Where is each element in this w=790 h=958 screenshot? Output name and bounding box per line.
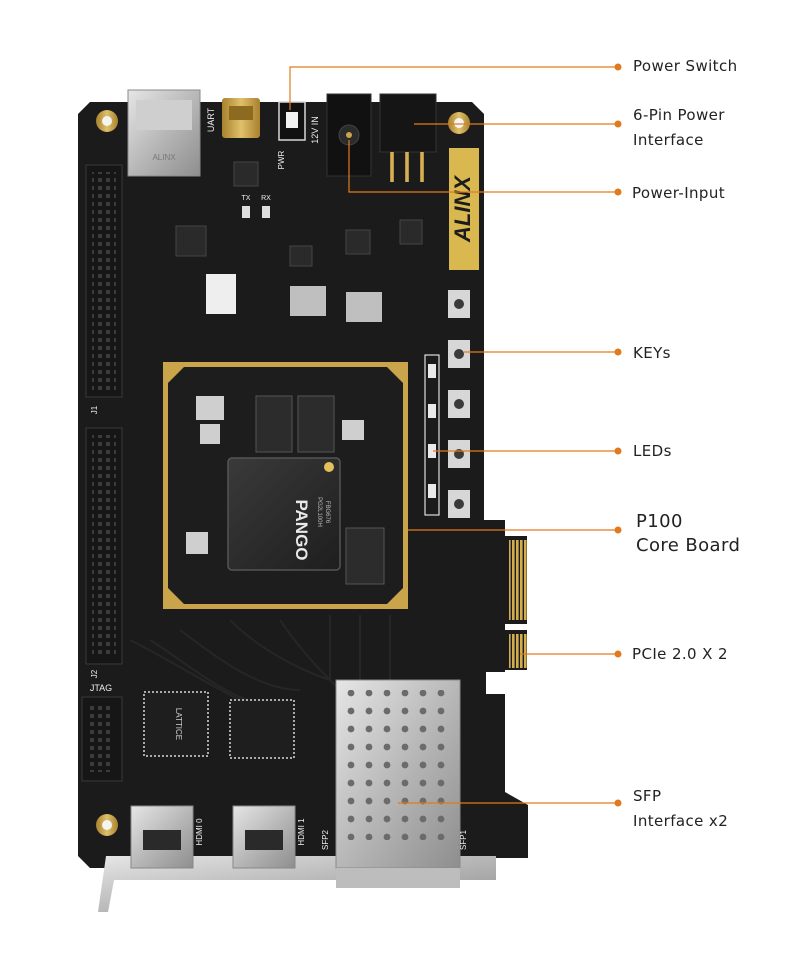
user-leds bbox=[424, 354, 440, 516]
jtag-header: JTAG bbox=[81, 683, 123, 782]
tx-label: TX bbox=[242, 195, 251, 202]
expansion-header-j1: J1 bbox=[85, 164, 123, 414]
hdmi-0-connector: HDMI 0 bbox=[130, 805, 204, 869]
callout-lines bbox=[289, 66, 618, 804]
top-components bbox=[175, 161, 423, 322]
label-core-board: P100 Core Board bbox=[636, 510, 740, 558]
hdmi1-label: HDMI 1 bbox=[297, 818, 306, 846]
dc-in-label: 12V IN bbox=[310, 116, 320, 144]
uart-leds: TX RX bbox=[242, 195, 271, 218]
label-core-board-line2: Core Board bbox=[636, 535, 741, 556]
callout-line-power-switch bbox=[289, 66, 618, 110]
expansion-header-j2: J2 bbox=[85, 427, 123, 678]
label-six-pin-line1: 6-Pin Power bbox=[633, 106, 725, 124]
rx-label: RX bbox=[261, 195, 271, 202]
label-sfp-line1: SFP bbox=[633, 787, 662, 805]
j1-label: J1 bbox=[90, 405, 99, 414]
lattice-chip: LATTICE bbox=[143, 691, 209, 757]
fpga-chip: PANGO PG2L100H FBG676 bbox=[227, 457, 341, 571]
fpga-part: PG2L100H bbox=[316, 497, 322, 527]
callout-line-power-input bbox=[348, 140, 618, 193]
hdmi-1-connector: HDMI 1 bbox=[232, 805, 306, 869]
label-pcie: PCIe 2.0 X 2 bbox=[632, 645, 728, 663]
label-sfp-interface: SFP Interface x2 bbox=[633, 784, 728, 834]
fpga-brand: PANGO bbox=[292, 499, 311, 560]
label-core-board-line1: P100 bbox=[636, 511, 683, 532]
label-leds: LEDs bbox=[633, 442, 672, 460]
rj45-connector: ALINX bbox=[127, 89, 201, 177]
fpga-package: FBG676 bbox=[324, 501, 330, 524]
sfp2-label: SFP2 bbox=[321, 829, 330, 850]
jtag-label: JTAG bbox=[90, 683, 112, 693]
p100-core-board: PANGO PG2L100H FBG676 bbox=[163, 362, 408, 609]
alinx-logo: ALINX bbox=[449, 148, 479, 270]
label-six-pin-power-interface: 6-Pin Power Interface bbox=[633, 103, 725, 153]
uart-label: UART bbox=[206, 107, 216, 132]
label-power-switch: Power Switch bbox=[633, 57, 738, 75]
qfp-chip bbox=[229, 699, 295, 759]
power-switch-component: PWR bbox=[277, 101, 306, 169]
pcie-gold-fingers bbox=[505, 536, 527, 670]
six-pin-connector bbox=[379, 93, 437, 182]
j2-label: J2 bbox=[90, 669, 99, 678]
label-six-pin-line2: Interface bbox=[633, 131, 704, 149]
sfp-cage: SFP2 SFP1 bbox=[321, 679, 468, 888]
alinx-logo-text: ALINX bbox=[450, 175, 475, 243]
mounting-holes bbox=[96, 110, 470, 836]
callout-dots bbox=[614, 63, 622, 807]
pwr-label: PWR bbox=[277, 150, 286, 169]
hdmi0-label: HDMI 0 bbox=[195, 818, 204, 846]
label-power-input: Power-Input bbox=[632, 184, 726, 202]
sfp1-label: SFP1 bbox=[459, 829, 468, 850]
rj45-brand: ALINX bbox=[152, 153, 176, 162]
lattice-text: LATTICE bbox=[174, 708, 183, 740]
label-sfp-line2: Interface x2 bbox=[633, 812, 729, 830]
label-keys: KEYs bbox=[633, 344, 671, 362]
uart-usb-connector: UART bbox=[206, 98, 260, 138]
